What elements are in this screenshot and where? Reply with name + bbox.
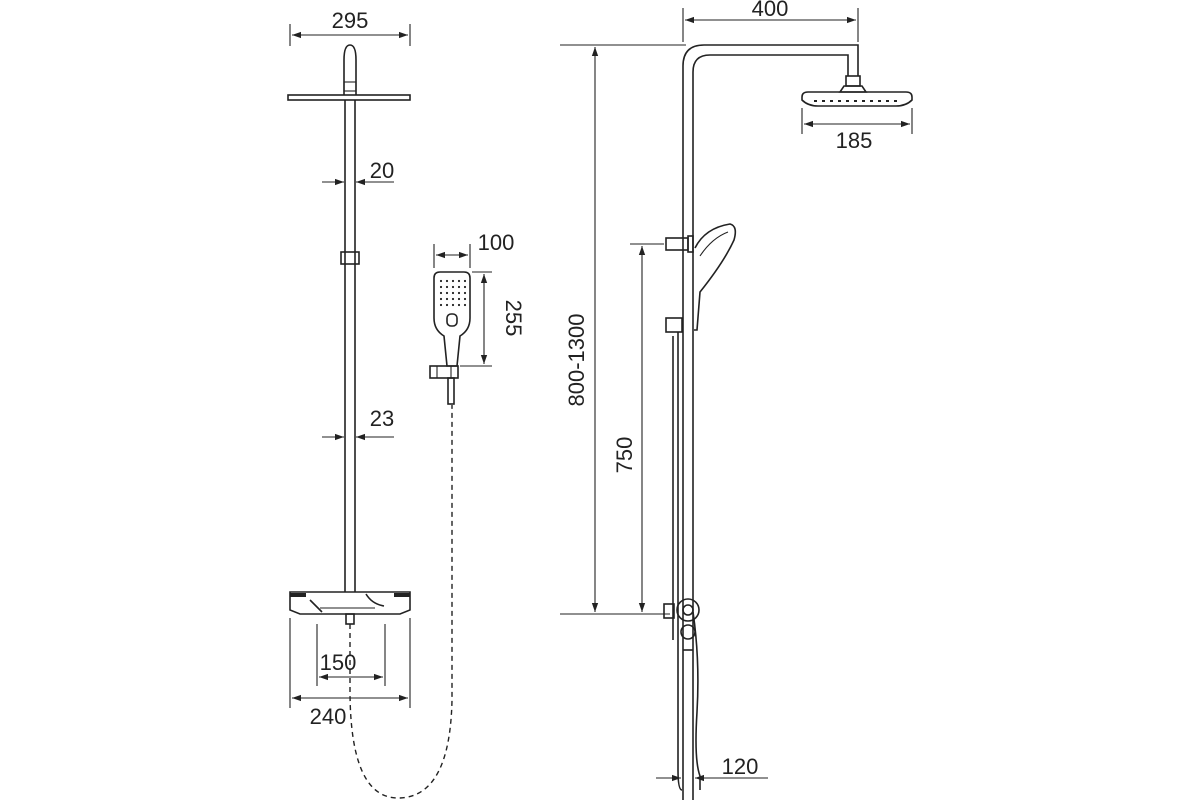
side-thermostat-knobs xyxy=(663,598,700,651)
dim-arm-reach: 400 xyxy=(752,0,789,21)
dim-mixer-centers: 150 xyxy=(320,650,357,675)
hand-shower-button xyxy=(446,313,458,327)
dim-wall-offset: 120 xyxy=(722,754,759,779)
side-slider-holder xyxy=(665,237,689,251)
dim-pipe-upper: 20 xyxy=(370,158,394,183)
dim-holder-height: 750 xyxy=(612,437,637,474)
dim-head-diameter-side: 185 xyxy=(836,128,873,153)
hand-shower-nozzles xyxy=(439,279,467,307)
side-wall-bracket xyxy=(665,317,683,333)
hand-shower-detail: 100 255 xyxy=(429,230,526,405)
side-shower-head xyxy=(801,91,913,107)
front-pipe-joint xyxy=(340,251,360,265)
hand-shower-holder xyxy=(429,365,459,379)
front-overhead-head xyxy=(287,94,411,101)
dim-head-width-front: 295 xyxy=(332,8,369,33)
dim-pipe-lower: 23 xyxy=(370,406,394,431)
hand-shower-body xyxy=(433,271,471,367)
side-riser-and-arm xyxy=(682,44,859,800)
side-head-connector xyxy=(845,75,861,87)
dim-height-adjustable: 800-1300 xyxy=(564,314,589,407)
side-view: 400 185 800-1300 750 120 xyxy=(560,0,913,800)
side-head-nozzles xyxy=(814,100,897,102)
front-view: 295 20 23 150 240 xyxy=(287,8,453,799)
dim-mixer-width: 240 xyxy=(310,704,347,729)
front-mixer-outlet xyxy=(345,613,355,625)
dim-hand-shower-width: 100 xyxy=(478,230,515,255)
dim-hand-shower-length: 255 xyxy=(501,300,526,337)
side-hand-shower xyxy=(694,223,737,331)
front-hose-dashed xyxy=(349,405,453,799)
side-hose xyxy=(677,332,683,791)
front-head-connector xyxy=(343,44,357,95)
front-thermostatic-mixer xyxy=(289,591,411,615)
